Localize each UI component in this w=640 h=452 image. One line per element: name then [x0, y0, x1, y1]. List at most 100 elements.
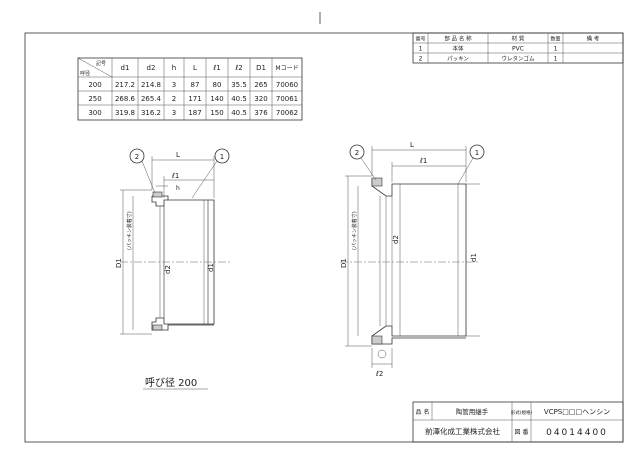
parts-cell: 1	[554, 46, 558, 53]
right-balloon-2	[349, 144, 365, 160]
parts-table: 番号 部 品 名 称 材 質 数量 備 考 1 本体 PVC 1 2 パッキン …	[412, 32, 624, 64]
right-section-view: L ℓ1 2 1 D1 (パッキン装着寸) d2 d1 ℓ2	[340, 141, 485, 378]
parts-cell: パッキン	[447, 56, 469, 63]
right-balloon-1-label: 1	[475, 149, 479, 157]
spec-cell: 171	[188, 95, 201, 103]
right-dim-D1: D1	[340, 258, 348, 268]
parts-cell: PVC	[512, 46, 524, 53]
title-name-label: 品 名	[416, 408, 430, 416]
left-dim-D1: D1	[115, 258, 123, 268]
spec-cell: 300	[88, 109, 101, 117]
spec-cell: 70060	[276, 81, 298, 89]
parts-cell: 1	[554, 56, 558, 63]
spec-cell: 320	[254, 95, 267, 103]
spec-cell: 265.4	[141, 95, 162, 103]
left-balloon-1-label: 1	[220, 153, 224, 161]
spec-header-l2: ℓ2	[234, 64, 242, 72]
spec-row-300: 300 319.8 316.2 3 187 150 40.5 376 70062	[88, 109, 298, 117]
right-dim-packing: (パッキン装着寸)	[351, 211, 358, 250]
parts-header-name: 部 品 名 称	[444, 35, 472, 43]
right-body-outline	[371, 178, 467, 345]
spec-cell: 217.2	[115, 81, 135, 89]
title-drawing-no-label: 図 番	[515, 429, 529, 436]
spec-header-mcode: Mコード	[275, 65, 298, 72]
left-packing-bottom	[152, 324, 163, 331]
spec-cell: 87	[191, 81, 200, 89]
spec-table: 記号 呼径 d1 d2 h L ℓ1 ℓ2 D1 Mコード 200 217.2 …	[77, 57, 303, 121]
spec-header-d2: d2	[147, 64, 156, 72]
parts-header-no: 番号	[415, 36, 425, 43]
left-dim-l1: ℓ1	[171, 172, 179, 180]
sheet-border	[24, 32, 624, 443]
right-body-inner	[379, 184, 459, 336]
title-model-value: VCPS□□□ヘンシン	[544, 408, 610, 416]
spec-cell: 150	[210, 109, 223, 117]
parts-header-material: 材 質	[512, 35, 525, 43]
spec-cell: 80	[213, 81, 222, 89]
spec-cell: 35.5	[231, 81, 247, 89]
spec-cell: 70061	[276, 95, 298, 103]
right-dim-l1: ℓ1	[419, 157, 427, 165]
left-caption: 呼び径 200	[145, 376, 197, 389]
right-detail-circle	[377, 349, 387, 359]
left-body-outline	[151, 195, 215, 331]
spec-header-l: L	[193, 64, 197, 72]
title-model-label: 形式(規格)	[511, 409, 533, 416]
left-dim-h: h	[176, 185, 180, 192]
left-dim-L: L	[176, 151, 180, 159]
parts-header-remarks: 備 考	[587, 35, 600, 43]
spec-row-250: 250 268.6 265.4 2 171 140 40.5 320 70061	[88, 95, 298, 103]
spec-header-D1: D1	[256, 64, 266, 72]
left-packing	[152, 191, 163, 198]
left-dim-d2: d2	[164, 265, 172, 274]
spec-header-l1: ℓ1	[212, 64, 220, 72]
right-dim-d1: d1	[470, 253, 478, 262]
spec-cell: 250	[88, 95, 101, 103]
spec-cell: 376	[254, 109, 268, 117]
parts-cell: 1	[419, 46, 423, 53]
right-balloon-1	[469, 144, 485, 160]
title-block: 品 名 陶管用継手 形式(規格) VCPS□□□ヘンシン 前澤化成工業株式会社 …	[412, 401, 624, 443]
spec-cell: 140	[210, 95, 223, 103]
right-packing-bottom	[371, 335, 383, 345]
title-company: 前澤化成工業株式会社	[425, 426, 500, 436]
parts-row-2: 2 パッキン ウレタンゴム 1	[419, 55, 558, 63]
right-dim-l2: ℓ2	[375, 370, 383, 378]
right-packing	[371, 177, 383, 187]
spec-cell: 3	[172, 109, 176, 117]
parts-cell: 2	[419, 56, 423, 63]
spec-cell: 70062	[276, 109, 298, 117]
parts-header-qty: 数量	[550, 36, 560, 43]
right-dim-L: L	[410, 141, 414, 149]
spec-cell: 40.5	[231, 95, 247, 103]
left-balloon-1	[214, 148, 230, 164]
left-dim-d1: d1	[207, 263, 215, 272]
spec-corner-top: 記号	[96, 60, 106, 67]
left-balloon-2-label: 2	[135, 153, 139, 161]
parts-cell: ウレタンゴム	[501, 55, 535, 63]
title-name-value: 陶管用継手	[456, 407, 489, 416]
right-dim-d2: d2	[392, 235, 400, 244]
title-drawing-no-value: 04014400	[546, 428, 608, 438]
parts-row-1: 1 本体 PVC 1	[419, 45, 558, 53]
left-section-view: L ℓ1 h 2 1 D1 (パッキン装着寸) d2 d1 呼び径 200	[115, 148, 230, 390]
left-balloon-2	[129, 148, 145, 164]
spec-cell: 319.8	[115, 109, 135, 117]
spec-cell: 265	[254, 81, 267, 89]
spec-header-d1: d1	[121, 64, 130, 72]
spec-cell: 316.2	[141, 109, 161, 117]
spec-row-200: 200 217.2 214.8 3 87 80 35.5 265 70060	[88, 81, 298, 89]
parts-cell: 本体	[452, 45, 464, 53]
spec-cell: 187	[188, 109, 201, 117]
spec-cell: 3	[172, 81, 176, 89]
spec-cell: 268.6	[115, 95, 136, 103]
right-balloon-2-label: 2	[355, 149, 359, 157]
spec-corner-bottom: 呼径	[80, 70, 90, 77]
spec-cell: 40.5	[231, 109, 247, 117]
spec-cell: 214.8	[141, 81, 161, 89]
spec-header-h: h	[172, 64, 176, 72]
spec-cell: 200	[88, 81, 101, 89]
spec-cell: 2	[172, 95, 176, 103]
left-dim-packing: (パッキン装着寸)	[126, 211, 133, 250]
